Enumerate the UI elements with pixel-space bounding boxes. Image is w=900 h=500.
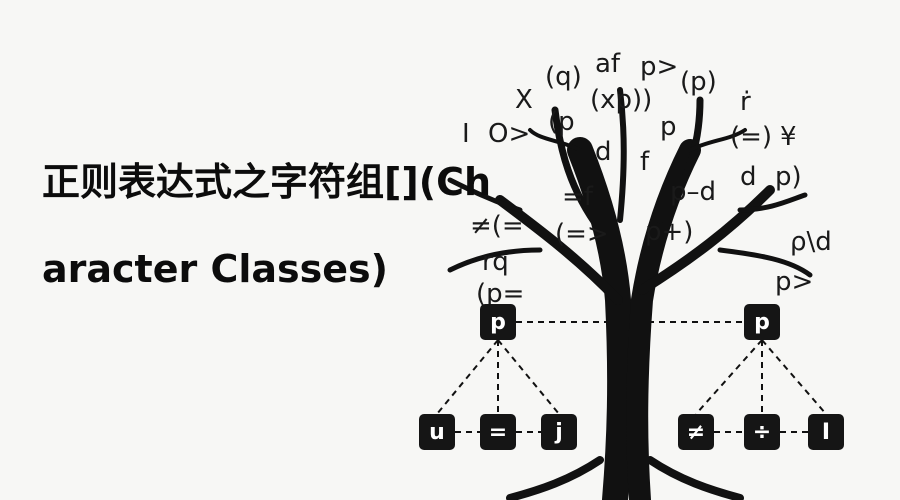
- svg-text:(xp)): (xp)): [590, 85, 652, 115]
- svg-text:ṙ: ṙ: [740, 87, 751, 117]
- node-box: [480, 304, 516, 340]
- svg-text:p–d: p–d: [670, 177, 716, 207]
- node-label: p: [754, 310, 770, 335]
- svg-text:(p: (p: [548, 107, 575, 137]
- node-label: j: [554, 420, 563, 445]
- svg-text:p): p): [775, 162, 802, 192]
- upper-node: p: [744, 304, 780, 340]
- node-label: ≠: [687, 420, 705, 445]
- left-leaf-node: =: [480, 414, 516, 450]
- tree-icon: [447, 87, 813, 500]
- svg-text:f: f: [640, 147, 650, 177]
- right-leaf-node: I: [808, 414, 844, 450]
- svg-text:≠(=: ≠(=: [470, 211, 524, 241]
- svg-text:¥: ¥: [780, 122, 797, 152]
- svg-text:p>: p>: [640, 52, 678, 82]
- node-label: u: [429, 420, 445, 445]
- node-box: [808, 414, 844, 450]
- svg-text:X: X: [515, 85, 533, 115]
- svg-text:d: d: [595, 137, 612, 167]
- svg-text:(q): (q): [545, 62, 582, 92]
- right-leaf-node: ≠: [678, 414, 714, 450]
- node-label: I: [822, 420, 830, 445]
- svg-text:rq: rq: [482, 247, 509, 277]
- node-box: [541, 414, 577, 450]
- svg-text:p: p: [660, 112, 677, 142]
- svg-text:O>: O>: [488, 119, 530, 149]
- svg-text:=f: =f: [562, 182, 594, 212]
- left-leaf-node: u: [419, 414, 455, 450]
- left-leaf-node: j: [541, 414, 577, 450]
- svg-text:ρ\d: ρ\d: [790, 227, 832, 257]
- node-connectors: [436, 321, 827, 433]
- node-label: ÷: [753, 420, 771, 445]
- page-title-line-1: 正则表达式之字符组[](Ch: [42, 160, 492, 204]
- node-box: [678, 414, 714, 450]
- node-box: [480, 414, 516, 450]
- svg-text:p>: p>: [775, 267, 813, 297]
- svg-text:(p): (p): [680, 67, 717, 97]
- node-box: [744, 304, 780, 340]
- svg-text:d: d: [740, 162, 757, 192]
- svg-text:af: af: [595, 49, 621, 79]
- node-box: [744, 414, 780, 450]
- svg-text:I: I: [462, 119, 470, 149]
- svg-text:(=>: (=>: [555, 219, 609, 249]
- right-leaf-node: ÷: [744, 414, 780, 450]
- canopy-symbols: (q) af p> (p) X (xp)) (p ṙI O> d p (=) ¥ f p) =f p–…: [462, 49, 832, 309]
- node-box: [419, 414, 455, 450]
- svg-text:(=): (=): [730, 122, 772, 152]
- page-title-line-2: aracter Classes): [42, 247, 389, 291]
- node-label: =: [489, 420, 507, 445]
- node-label: p: [490, 310, 506, 335]
- upper-node: p: [480, 304, 516, 340]
- svg-text:p+): p+): [645, 217, 693, 247]
